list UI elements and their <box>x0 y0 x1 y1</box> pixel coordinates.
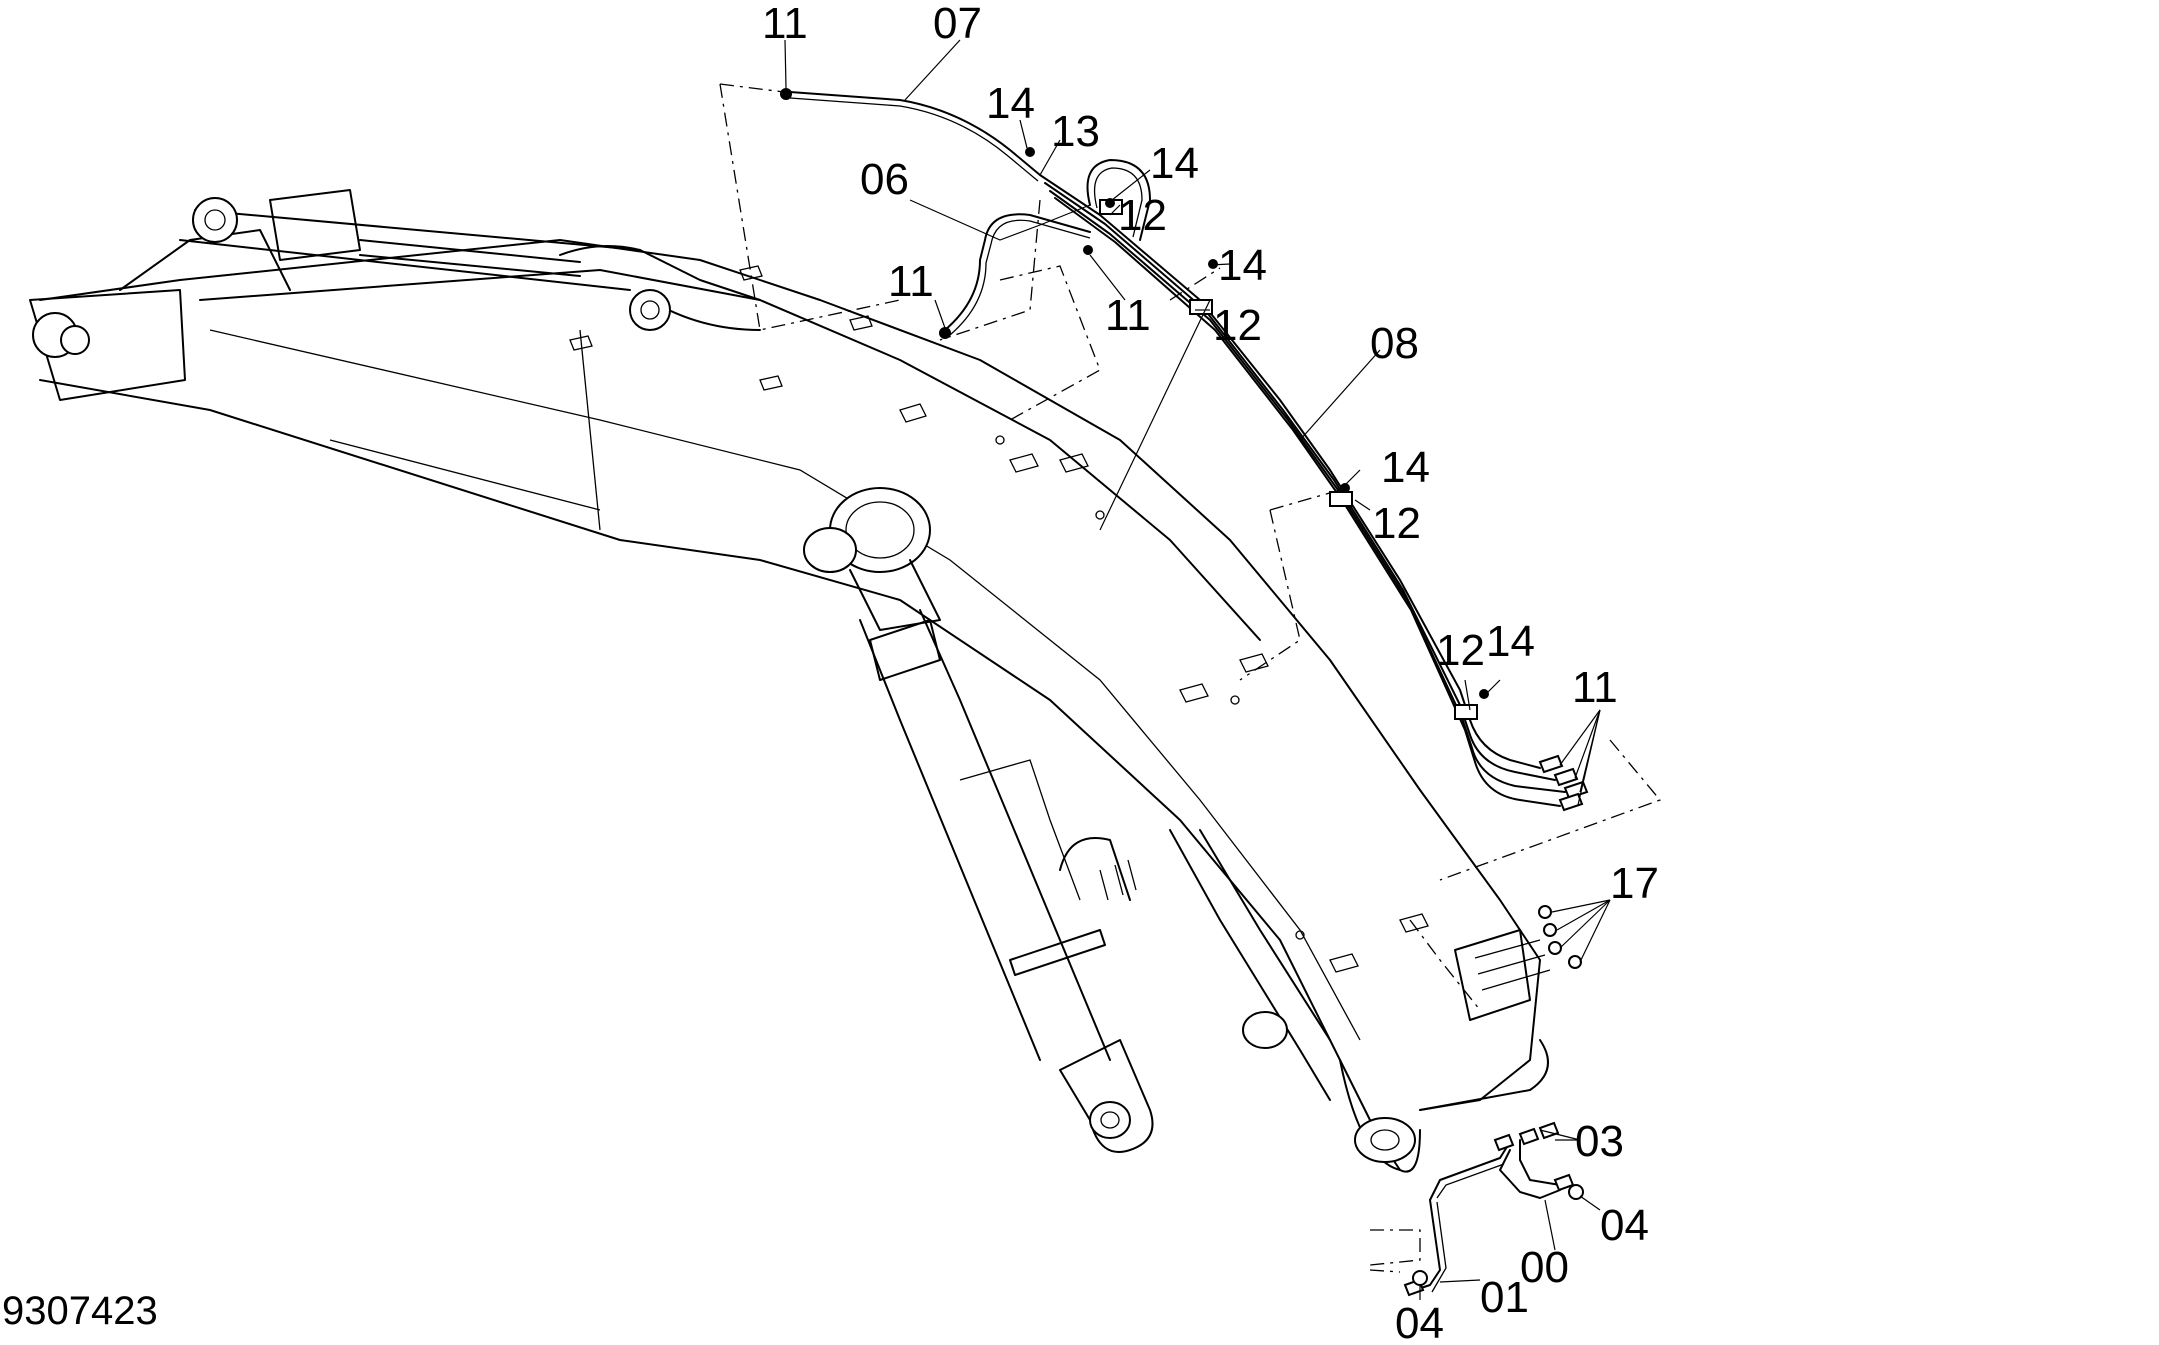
callout-11-left: 11 <box>888 257 934 306</box>
arm-cylinder <box>803 487 1154 1153</box>
boom-cylinder <box>179 189 761 331</box>
callout-14-e: 14 <box>1486 617 1535 666</box>
document-number: 9307423 <box>2 1289 158 1333</box>
pipe-08 <box>1039 174 1566 807</box>
leader-lines <box>784 39 1611 1300</box>
callout-14-c: 14 <box>1218 241 1267 290</box>
callout-17: 17 <box>1610 859 1659 908</box>
callout-11-right: 11 <box>1572 663 1618 712</box>
callout-06: 06 <box>860 155 909 204</box>
pipe-clamps <box>1025 147 1489 720</box>
assembly-guides <box>719 83 1662 1273</box>
callout-11-mid: 11 <box>1105 291 1151 340</box>
callout-14-a: 14 <box>986 79 1035 128</box>
callout-13: 13 <box>1051 107 1100 156</box>
callout-08: 08 <box>1370 319 1419 368</box>
callout-03: 03 <box>1575 1117 1624 1166</box>
callout-12-c: 12 <box>1372 499 1421 548</box>
boom-body <box>29 229 1549 1173</box>
callout-12-a: 12 <box>1118 191 1167 240</box>
callout-14-b: 14 <box>1150 139 1199 188</box>
pipe-01 <box>1403 1133 1515 1297</box>
callout-labels: 11 07 14 13 14 06 12 14 11 11 12 08 14 1… <box>762 0 1659 1345</box>
arm-link <box>1169 829 1331 1101</box>
hose-06 <box>939 213 1091 339</box>
fittings-17 <box>1454 905 1582 1021</box>
callout-01: 01 <box>1480 1273 1529 1322</box>
callout-04-right: 04 <box>1600 1201 1649 1250</box>
callout-12-d: 12 <box>1436 626 1485 675</box>
callout-12-b: 12 <box>1213 301 1262 350</box>
hose-07 <box>780 88 1041 182</box>
callout-14-d: 14 <box>1381 443 1430 492</box>
hose-loop <box>1086 159 1151 241</box>
callout-07: 07 <box>933 0 982 48</box>
pipe-00 <box>1499 1121 1575 1199</box>
caps-04 <box>1412 1184 1584 1286</box>
callout-00: 00 <box>1520 1243 1569 1292</box>
callout-11-top: 11 <box>762 0 808 48</box>
callout-04-bottom: 04 <box>1395 1299 1444 1345</box>
